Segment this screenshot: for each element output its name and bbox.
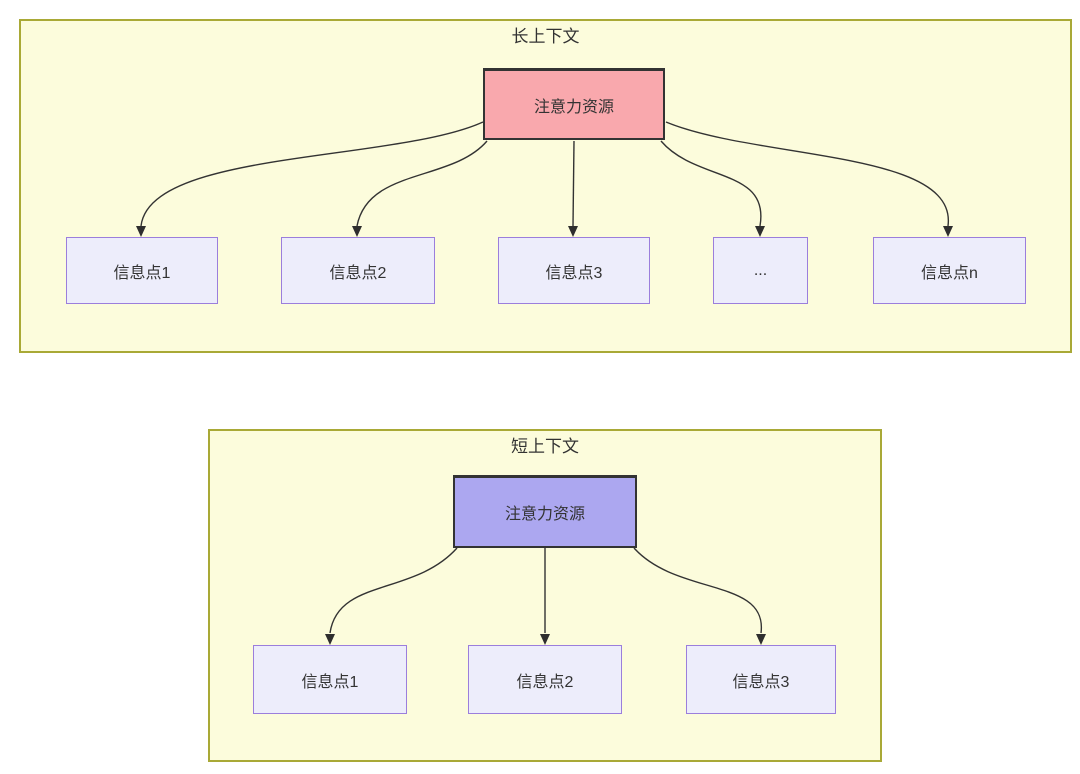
node-long-info1-label: 信息点1 [113,264,171,282]
node-short-info2-label: 信息点2 [516,673,574,691]
node-short-info3: 信息点3 [686,645,836,714]
node-short-info1-label: 信息点1 [301,673,359,691]
section-short-context-title: 短上下文 [511,437,579,456]
node-long-info3: 信息点3 [498,237,650,304]
node-short-info1: 信息点1 [253,645,407,714]
section-long-context-title: 长上下文 [511,27,580,46]
node-long-ellipsis: ... [713,237,808,304]
node-attention-short: 注意力资源 [453,475,637,548]
node-long-info3-label: 信息点3 [545,264,603,282]
node-attention-long: 注意力资源 [483,68,665,140]
node-long-info2-label: 信息点2 [329,264,387,282]
node-long-infon: 信息点n [873,237,1026,304]
node-long-info1: 信息点1 [66,237,218,304]
node-long-infon-label: 信息点n [921,264,978,282]
node-long-ellipsis-label: ... [753,261,768,279]
node-attention-short-label: 注意力资源 [504,506,585,523]
node-short-info3-label: 信息点3 [732,673,790,691]
node-long-info2: 信息点2 [281,237,435,304]
node-attention-long-label: 注意力资源 [533,98,614,116]
node-short-info2: 信息点2 [468,645,622,714]
